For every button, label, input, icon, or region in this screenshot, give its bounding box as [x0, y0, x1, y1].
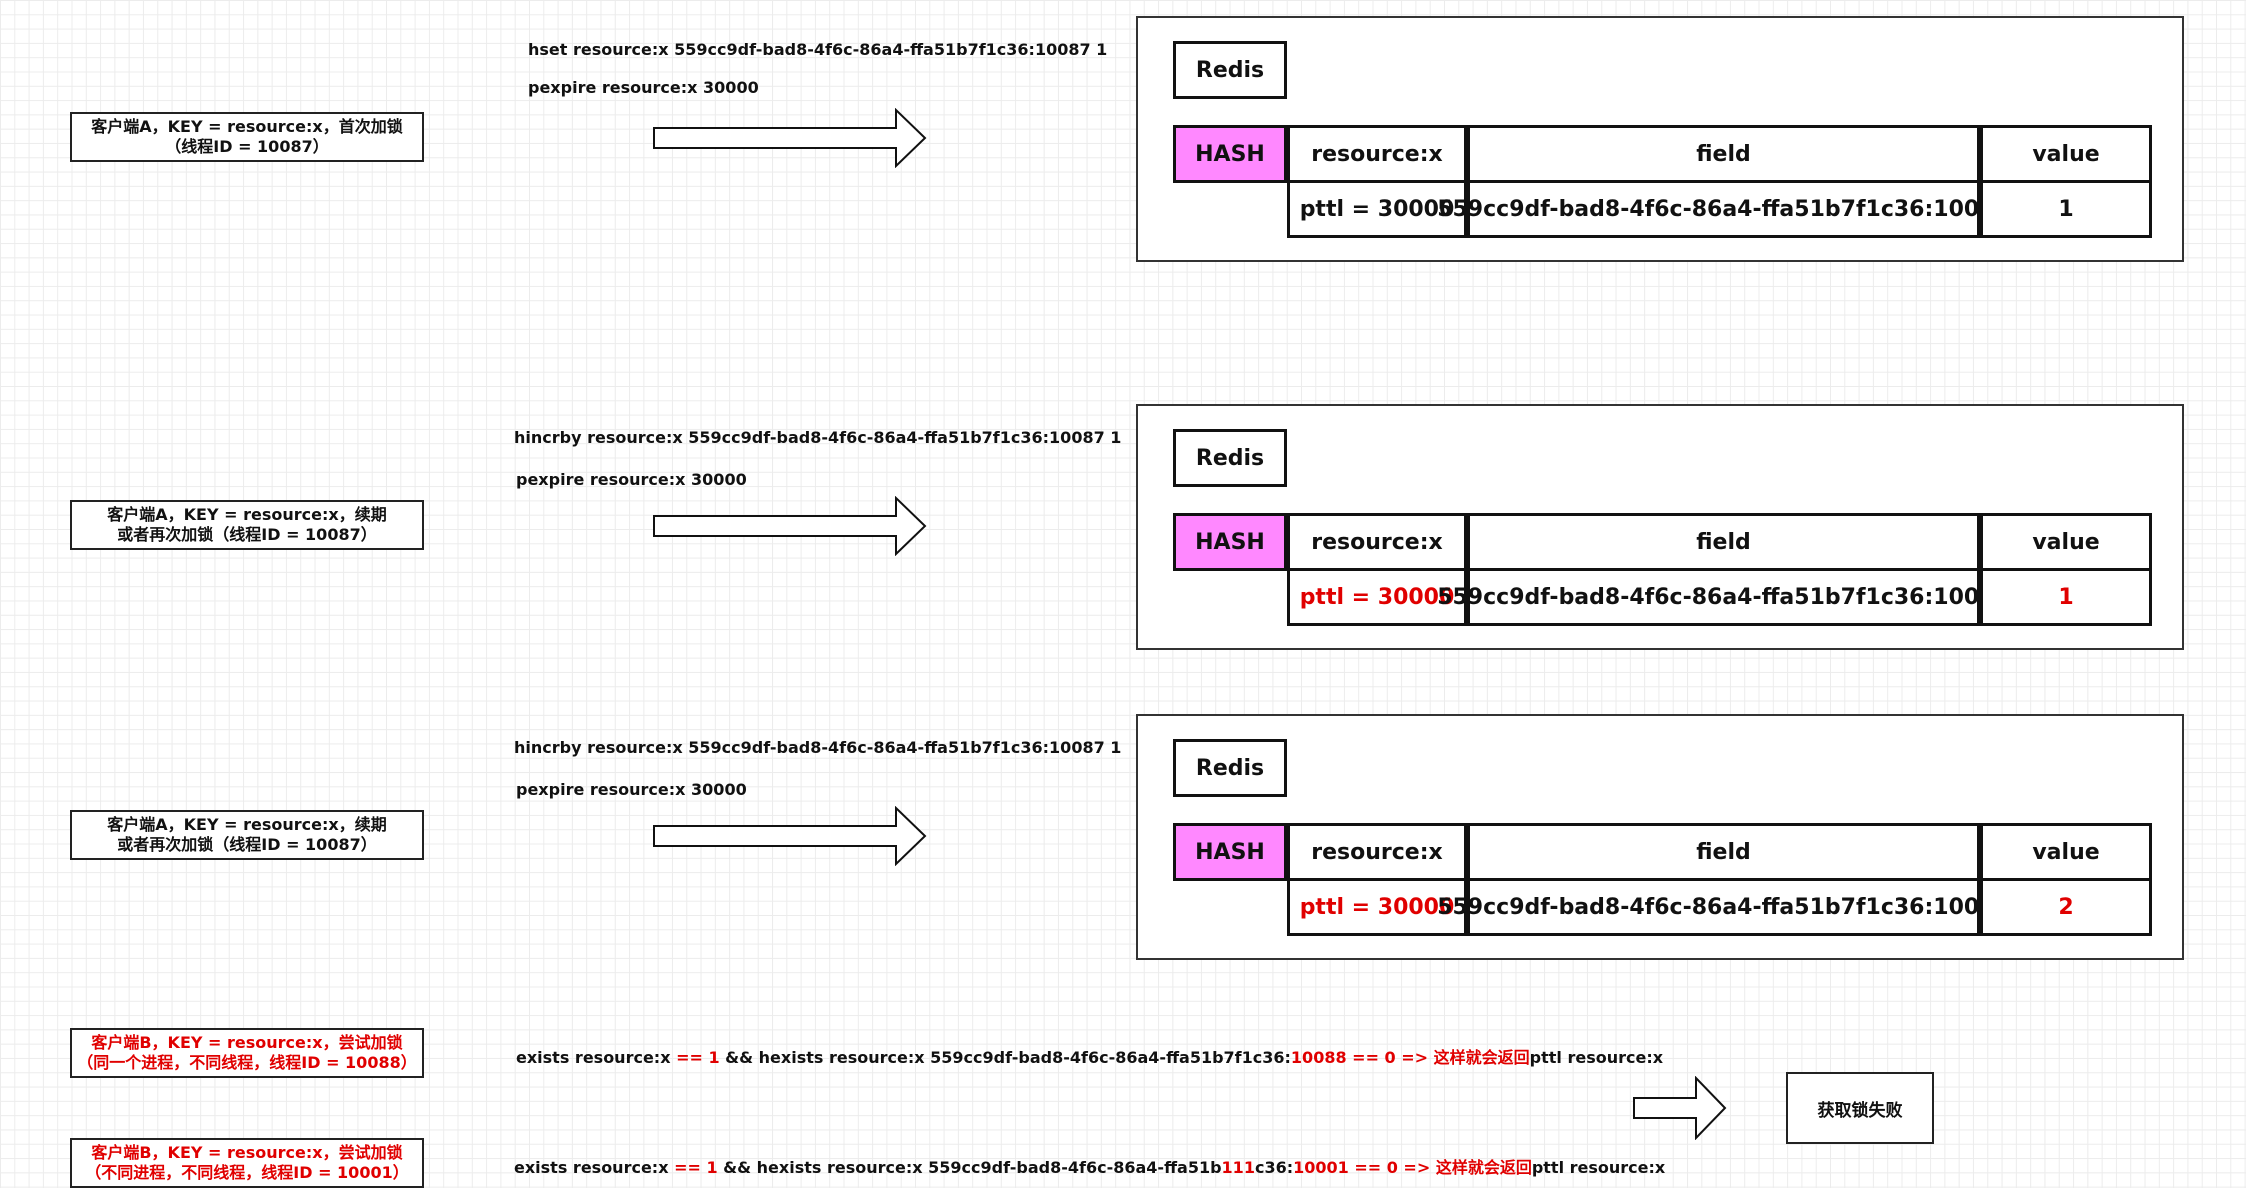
value-header-cell: value: [1980, 513, 2152, 571]
value-cell: 1: [1980, 180, 2152, 238]
command-hset: hset resource:x 559cc9df-bad8-4f6c-86a4-…: [528, 40, 1108, 59]
command-exists-check: exists resource:x == 1 && hexists resour…: [514, 1154, 1665, 1178]
hash-type-cell: HASH: [1173, 513, 1287, 571]
pttl-return: pttl resource:x: [1529, 1048, 1664, 1067]
exists-eq: == 1: [676, 1048, 720, 1067]
exists-part: exists resource:x: [514, 1158, 675, 1177]
client-label-line1: 客户端A，KEY = resource:x，首次加锁: [91, 117, 403, 136]
value-header-cell: value: [1980, 823, 2152, 881]
client-label-line1: 客户端A，KEY = resource:x，续期: [107, 505, 387, 524]
field-value-cell: 559cc9df-bad8-4f6c-86a4-ffa51b7f1c36:100…: [1437, 568, 2010, 626]
client-label-line2: 或者再次加锁（线程ID = 10087）: [117, 835, 377, 854]
key-header-cell: resource:x: [1287, 513, 1467, 571]
client-b-same-process-box: 客户端B，KEY = resource:x，尝试加锁 （同一个进程，不同线程，线…: [70, 1028, 424, 1078]
client-b-other-process-box: 客户端B，KEY = resource:x，尝试加锁 （不同进程，不同线程，线程…: [70, 1138, 424, 1188]
exists-eq: == 1: [674, 1158, 718, 1177]
right-arrow-icon: [653, 496, 927, 556]
client-label-line2: （不同进程，不同线程，线程ID = 10001）: [85, 1163, 409, 1182]
value-header-cell: value: [1980, 125, 2152, 183]
hexists-part: && hexists resource:x 559cc9df-bad8-4f6c…: [717, 1158, 1222, 1177]
key-header-cell: resource:x: [1287, 125, 1467, 183]
hexists-part: && hexists resource:x 559cc9df-bad8-4f6c…: [719, 1048, 1291, 1067]
redis-label: Redis: [1173, 739, 1287, 797]
hash-type-cell: HASH: [1173, 125, 1287, 183]
return-note: => 这样就会返回: [1395, 1048, 1530, 1067]
pttl-cell: pttl = 30000: [1287, 568, 1467, 626]
field-header-cell: field: [1467, 513, 1980, 571]
redis-label: Redis: [1173, 429, 1287, 487]
client-label-line1: 客户端B，KEY = resource:x，尝试加锁: [91, 1143, 403, 1162]
hexists-part-tail: c36:: [1254, 1158, 1294, 1177]
command-pexpire: pexpire resource:x 30000: [516, 470, 747, 489]
client-a-first-lock-box: 客户端A，KEY = resource:x，首次加锁 （线程ID = 10087…: [70, 112, 424, 162]
field-header-cell: field: [1467, 125, 1980, 183]
command-pexpire: pexpire resource:x 30000: [528, 78, 759, 97]
client-a-renew-box: 客户端A，KEY = resource:x，续期 或者再次加锁（线程ID = 1…: [70, 500, 424, 550]
exists-part: exists resource:x: [516, 1048, 677, 1067]
client-label-line1: 客户端B，KEY = resource:x，尝试加锁: [91, 1033, 403, 1052]
right-arrow-icon: [653, 806, 927, 866]
acquire-lock-failed-box: 获取锁失败: [1786, 1072, 1934, 1144]
field-value-cell: 559cc9df-bad8-4f6c-86a4-ffa51b7f1c36:100…: [1437, 180, 2010, 238]
command-hincrby: hincrby resource:x 559cc9df-bad8-4f6c-86…: [514, 738, 1122, 757]
field-value-cell: 559cc9df-bad8-4f6c-86a4-ffa51b7f1c36:100…: [1437, 878, 2010, 936]
pttl-return: pttl resource:x: [1531, 1158, 1666, 1177]
client-label-line2: （线程ID = 10087）: [165, 137, 329, 156]
client-label-line1: 客户端A，KEY = resource:x，续期: [107, 815, 387, 834]
command-hincrby: hincrby resource:x 559cc9df-bad8-4f6c-86…: [514, 428, 1122, 447]
hash-type-cell: HASH: [1173, 823, 1287, 881]
redis-panel: Redis HASH resource:x field value pttl =…: [1136, 404, 2184, 650]
thread-id-check: 10088 == 0: [1290, 1048, 1396, 1067]
uuid-diff: 111: [1221, 1158, 1255, 1177]
client-label-line2: （同一个进程，不同线程，线程ID = 10088）: [77, 1053, 417, 1072]
redis-panel: Redis HASH resource:x field value pttl =…: [1136, 714, 2184, 960]
right-arrow-icon: [653, 108, 927, 168]
field-header-cell: field: [1467, 823, 1980, 881]
thread-id-check: 10001 == 0: [1293, 1158, 1398, 1177]
pttl-cell: pttl = 30000: [1287, 180, 1467, 238]
value-cell: 1: [1980, 568, 2152, 626]
client-label-line2: 或者再次加锁（线程ID = 10087）: [117, 525, 377, 544]
redis-label: Redis: [1173, 41, 1287, 99]
redis-panel: Redis HASH resource:x field value pttl =…: [1136, 16, 2184, 262]
value-cell: 2: [1980, 878, 2152, 936]
command-pexpire: pexpire resource:x 30000: [516, 780, 747, 799]
right-arrow-icon: [1633, 1076, 1727, 1140]
return-note: => 这样就会返回: [1397, 1158, 1532, 1177]
key-header-cell: resource:x: [1287, 823, 1467, 881]
client-a-renew-box: 客户端A，KEY = resource:x，续期 或者再次加锁（线程ID = 1…: [70, 810, 424, 860]
pttl-cell: pttl = 30000: [1287, 878, 1467, 936]
command-exists-check: exists resource:x == 1 && hexists resour…: [516, 1044, 1663, 1068]
